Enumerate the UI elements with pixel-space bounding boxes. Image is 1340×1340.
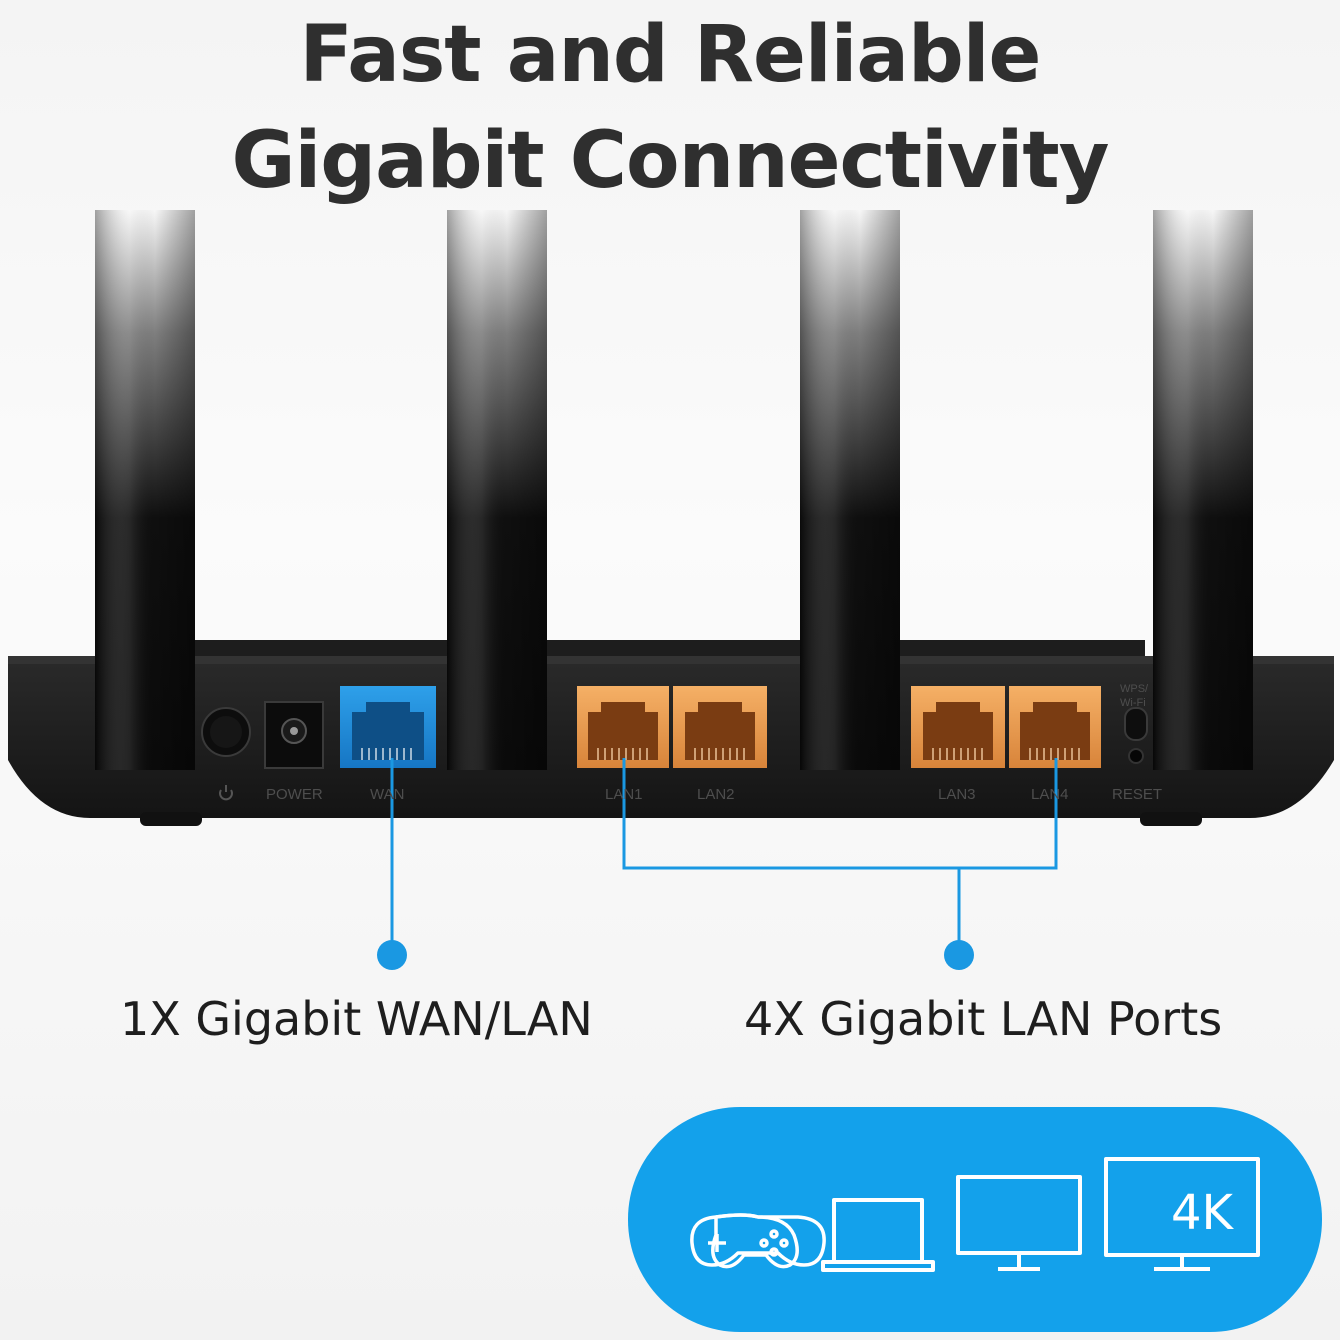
reset-port-label: RESET (1112, 786, 1163, 803)
wan-callout-text: 1X Gigabit WAN/LAN (120, 992, 593, 1046)
power-symbol-icon (219, 785, 233, 801)
monitor-icon (956, 1175, 1082, 1271)
lan3-port-label: LAN3 (938, 786, 976, 803)
devices-pill: 4K (628, 1107, 1322, 1332)
antenna-2 (447, 210, 547, 770)
lan4-port-label: LAN4 (1031, 786, 1069, 803)
lan-port-1 (577, 686, 669, 768)
power-jack (264, 701, 324, 769)
power-button (201, 707, 251, 757)
gamepad-icon (690, 1213, 826, 1269)
wifi-label: Wi-Fi (1120, 697, 1146, 709)
laptop-icon (821, 1198, 935, 1272)
headline-line-1: Fast and Reliable (299, 10, 1042, 100)
lan-port-4 (1009, 686, 1101, 768)
tv-4k-badge: 4K (1170, 1185, 1233, 1241)
wan-port-label: WAN (370, 786, 405, 803)
lan-callout-bracket (622, 758, 1058, 970)
tv-4k-icon (1104, 1157, 1260, 1271)
power-port-label: POWER (266, 786, 323, 803)
wan-port (340, 686, 436, 768)
lan2-port-label: LAN2 (697, 786, 735, 803)
lan-port-3 (911, 686, 1005, 768)
lan1-port-label: LAN1 (605, 786, 643, 803)
reset-hole (1128, 748, 1144, 764)
headline-line-2: Gigabit Connectivity (231, 116, 1110, 206)
wps-label: WPS/ (1120, 683, 1149, 695)
antenna-3 (800, 210, 900, 770)
device-icons (690, 1157, 1260, 1272)
wps-button (1124, 707, 1148, 741)
lan-callout-text: 4X Gigabit LAN Ports (744, 992, 1223, 1046)
wan-callout-line (377, 758, 407, 970)
lan-port-2 (673, 686, 767, 768)
antenna-1 (95, 210, 195, 770)
antenna-4 (1153, 210, 1253, 770)
